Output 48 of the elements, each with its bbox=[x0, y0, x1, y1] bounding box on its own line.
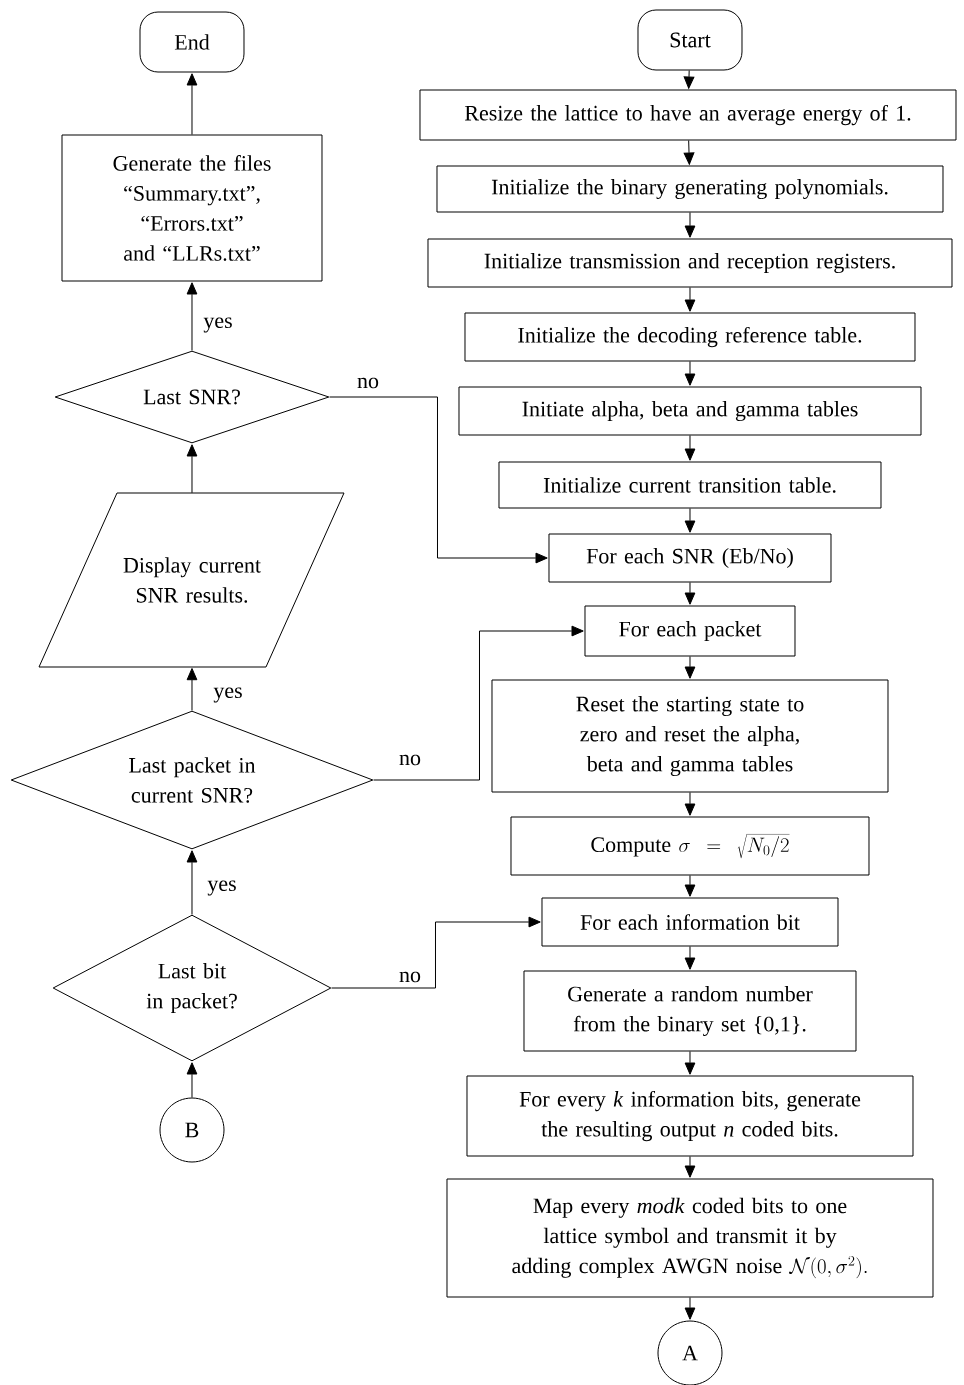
arrow bbox=[186, 1062, 198, 1098]
terminal-box: Start bbox=[637, 9, 743, 71]
arrow bbox=[684, 582, 696, 605]
terminal-box: End bbox=[139, 11, 245, 73]
arrow bbox=[684, 875, 696, 897]
process-box: Compute $\sigma = \sqrt{N_0/2}$ bbox=[510, 816, 870, 876]
process-box: For each information bit bbox=[541, 897, 839, 947]
arrow bbox=[186, 73, 198, 135]
arrow bbox=[684, 792, 696, 816]
process-box: Map every modk coded bits to one lattice symbol and transmit it by adding complex AWGN noise $\mathcal{N}(0,\sigma^{2}).$ bbox=[446, 1178, 934, 1298]
process-box: Initialize the binary generating polynomials. bbox=[436, 165, 944, 213]
process-box: Resize the lattice to have an average energy of 1. bbox=[419, 89, 957, 141]
arrow bbox=[684, 1297, 696, 1320]
process-box: Reset the starting state to zero and reset the alpha, beta and gamma tables bbox=[491, 679, 889, 793]
edge-label: yes bbox=[206, 879, 238, 897]
arrow bbox=[186, 850, 198, 915]
process-box: Initialize the decoding reference table. bbox=[464, 312, 916, 362]
arrow bbox=[329, 396, 548, 564]
arrow bbox=[684, 287, 696, 312]
arrow bbox=[186, 444, 198, 494]
arrow bbox=[373, 625, 584, 781]
arrow bbox=[186, 668, 198, 711]
edge-label: no bbox=[356, 376, 380, 390]
arrow bbox=[684, 508, 696, 533]
arrow bbox=[683, 70, 695, 89]
arrow bbox=[684, 946, 696, 970]
arrow bbox=[684, 1156, 696, 1178]
process-box: Generate the files “Summary.txt”, “Errors.txt” and “LLRs.txt” bbox=[61, 134, 323, 282]
process-box: Initiate alpha, beta and gamma tables bbox=[458, 386, 922, 436]
arrow bbox=[331, 916, 541, 989]
arrow bbox=[684, 435, 696, 461]
process-box: For each packet bbox=[584, 605, 796, 657]
process-box: Initialize current transition table. bbox=[498, 461, 882, 509]
arrow bbox=[186, 282, 198, 351]
arrow bbox=[684, 1051, 696, 1075]
process-box: For every k information bits, generate the resulting output n coded bits. bbox=[466, 1075, 914, 1157]
edge-label: no bbox=[398, 753, 422, 767]
arrow bbox=[684, 656, 696, 679]
display-parallelogram: Display current SNR results. bbox=[38, 492, 345, 668]
arrow bbox=[683, 140, 695, 165]
edge-label: yes bbox=[202, 316, 234, 334]
process-box: Generate a random number from the binary set {0,1}. bbox=[523, 970, 857, 1052]
arrow bbox=[684, 212, 696, 238]
edge-label: no bbox=[398, 970, 422, 984]
process-box: Initialize transmission and reception registers. bbox=[427, 238, 953, 288]
arrow bbox=[684, 361, 696, 386]
edge-label: yes bbox=[212, 686, 244, 704]
process-box: For each SNR (Eb/No) bbox=[548, 533, 832, 583]
